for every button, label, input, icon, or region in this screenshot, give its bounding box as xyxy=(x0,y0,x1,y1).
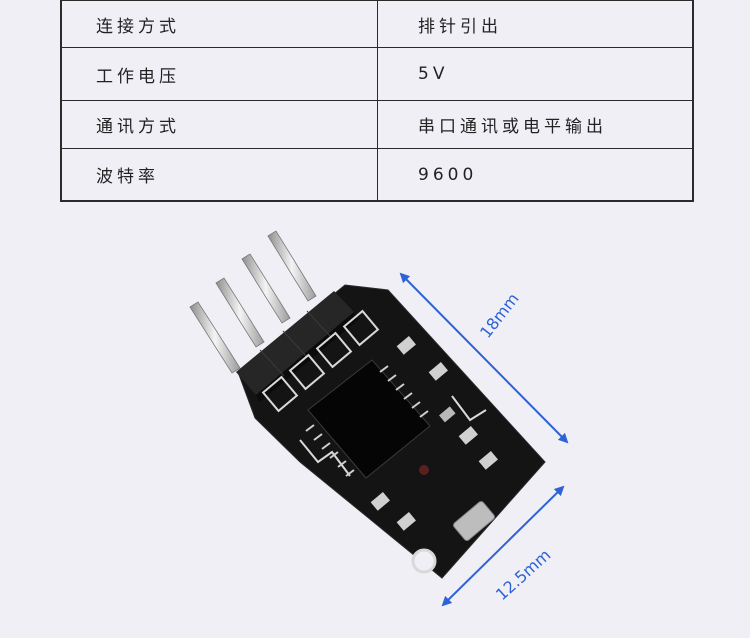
spec-key: 连接方式 xyxy=(60,0,378,48)
spec-row-connection: 连接方式 排针引出 xyxy=(60,0,694,48)
spec-value: 5V xyxy=(377,47,694,101)
mounting-hole xyxy=(411,548,437,574)
module-photo xyxy=(189,230,569,607)
spec-row-baud: 波特率 9600 xyxy=(60,148,694,202)
spec-key: 通讯方式 xyxy=(60,100,378,149)
spec-key: 波特率 xyxy=(60,148,378,202)
header-pins xyxy=(189,230,317,374)
spec-value: 9600 xyxy=(377,148,694,202)
spec-key: 工作电压 xyxy=(60,47,378,101)
spec-row-communication: 通讯方式 串口通讯或电平输出 xyxy=(60,100,694,149)
length-arrow xyxy=(399,272,569,444)
spec-value: 排针引出 xyxy=(377,0,694,48)
spec-value: 串口通讯或电平输出 xyxy=(377,100,694,149)
spec-table: 连接方式 排针引出 工作电压 5V 通讯方式 串口通讯或电平输出 波特率 960… xyxy=(60,0,694,202)
main-chip xyxy=(305,359,431,479)
width-arrow xyxy=(441,485,565,607)
spec-row-voltage: 工作电压 5V xyxy=(60,47,694,101)
